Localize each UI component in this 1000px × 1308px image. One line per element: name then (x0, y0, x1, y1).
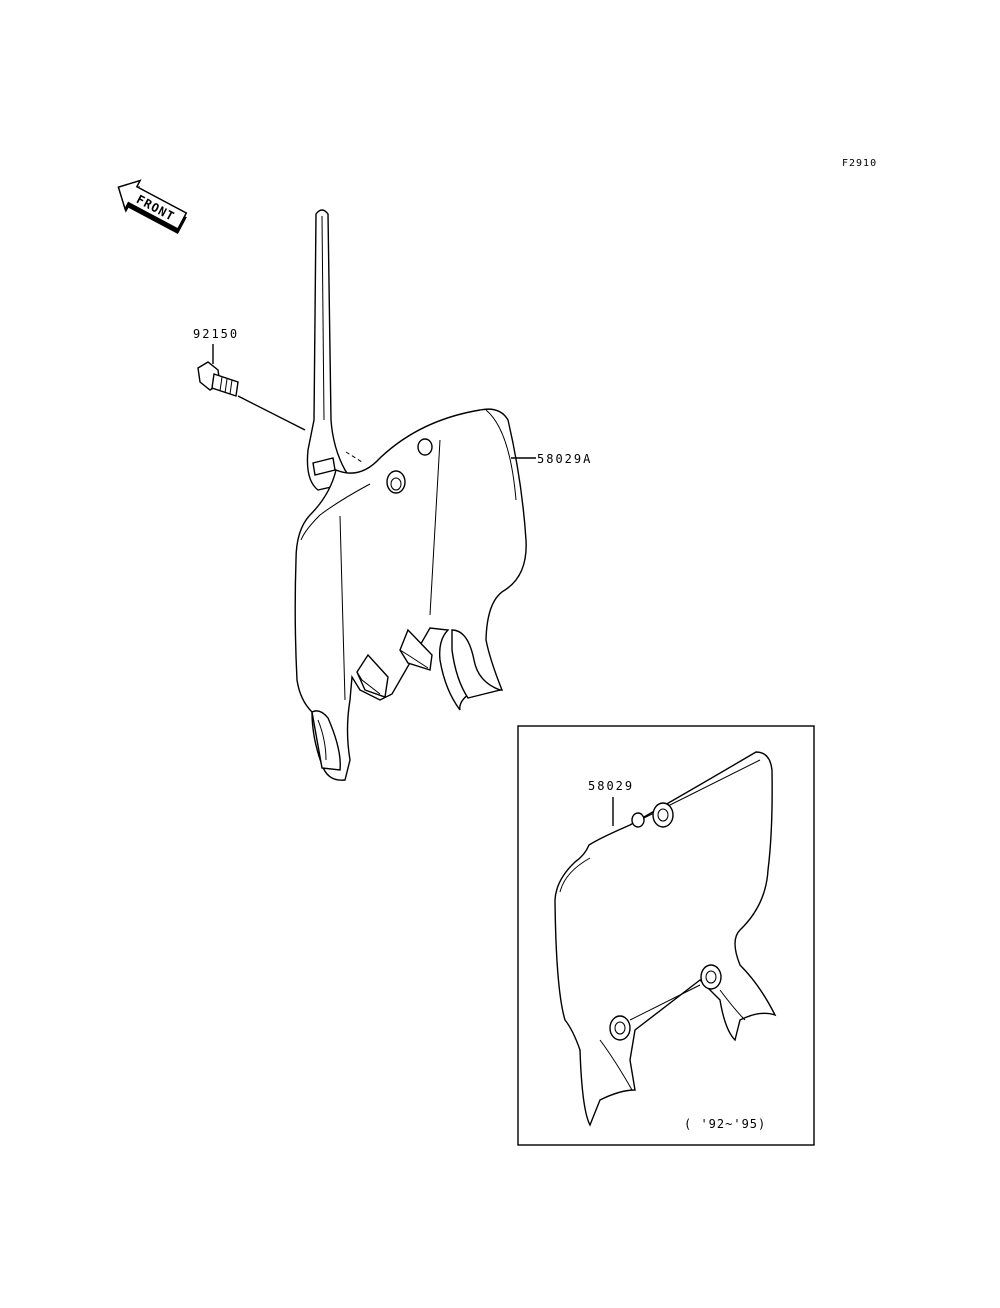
bolt-icon (197, 361, 239, 397)
bolt-axis-line (237, 395, 306, 431)
inset-box (517, 725, 815, 1146)
part-label-58029: 58029 (588, 779, 634, 793)
number-plate-58029a (294, 209, 527, 781)
number-plate-58029 (554, 751, 777, 1127)
front-arrow-icon: FRONT (117, 179, 188, 235)
years-note: ( '92~'95) (684, 1117, 766, 1131)
part-label-92150: 92150 (193, 327, 239, 341)
figure-code: F2910 (842, 158, 877, 169)
part-label-58029a: 58029A (537, 452, 592, 466)
